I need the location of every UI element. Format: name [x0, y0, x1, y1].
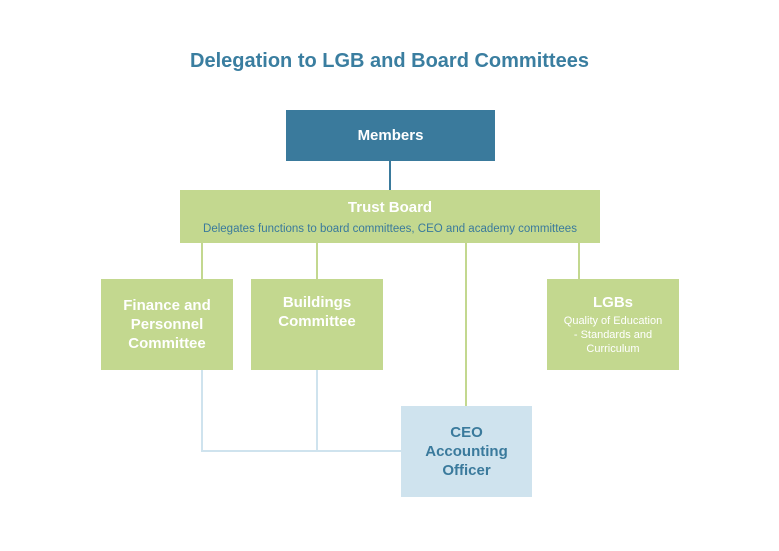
trust-board-box: Trust Board Delegates functions to board…	[180, 190, 600, 243]
buildings-committee-box: Buildings Committee	[251, 279, 383, 370]
lgbs-subtext: Quality of Education - Standards and Cur…	[563, 315, 663, 355]
members-box: Members	[286, 110, 495, 161]
lgbs-label: LGBs	[592, 294, 633, 311]
lgbs-box: LGBs Quality of Education - Standards an…	[547, 279, 679, 370]
members-label: Members	[357, 127, 424, 144]
trust-board-subtext: Delegates functions to board committees,…	[203, 223, 577, 235]
buildings-committee-label: Buildings Committee	[278, 294, 356, 330]
trust-board-label: Trust Board	[347, 199, 433, 216]
ceo-label: CEO Accounting Officer	[425, 424, 508, 479]
finance-committee-box: Finance and Personnel Committee	[101, 279, 233, 370]
finance-committee-label: Finance and Personnel Committee	[123, 297, 211, 352]
ceo-box: CEO Accounting Officer	[401, 406, 532, 497]
diagram-title: Delegation to LGB and Board Committees	[190, 50, 589, 72]
finance-to-ceo-line	[201, 370, 402, 452]
